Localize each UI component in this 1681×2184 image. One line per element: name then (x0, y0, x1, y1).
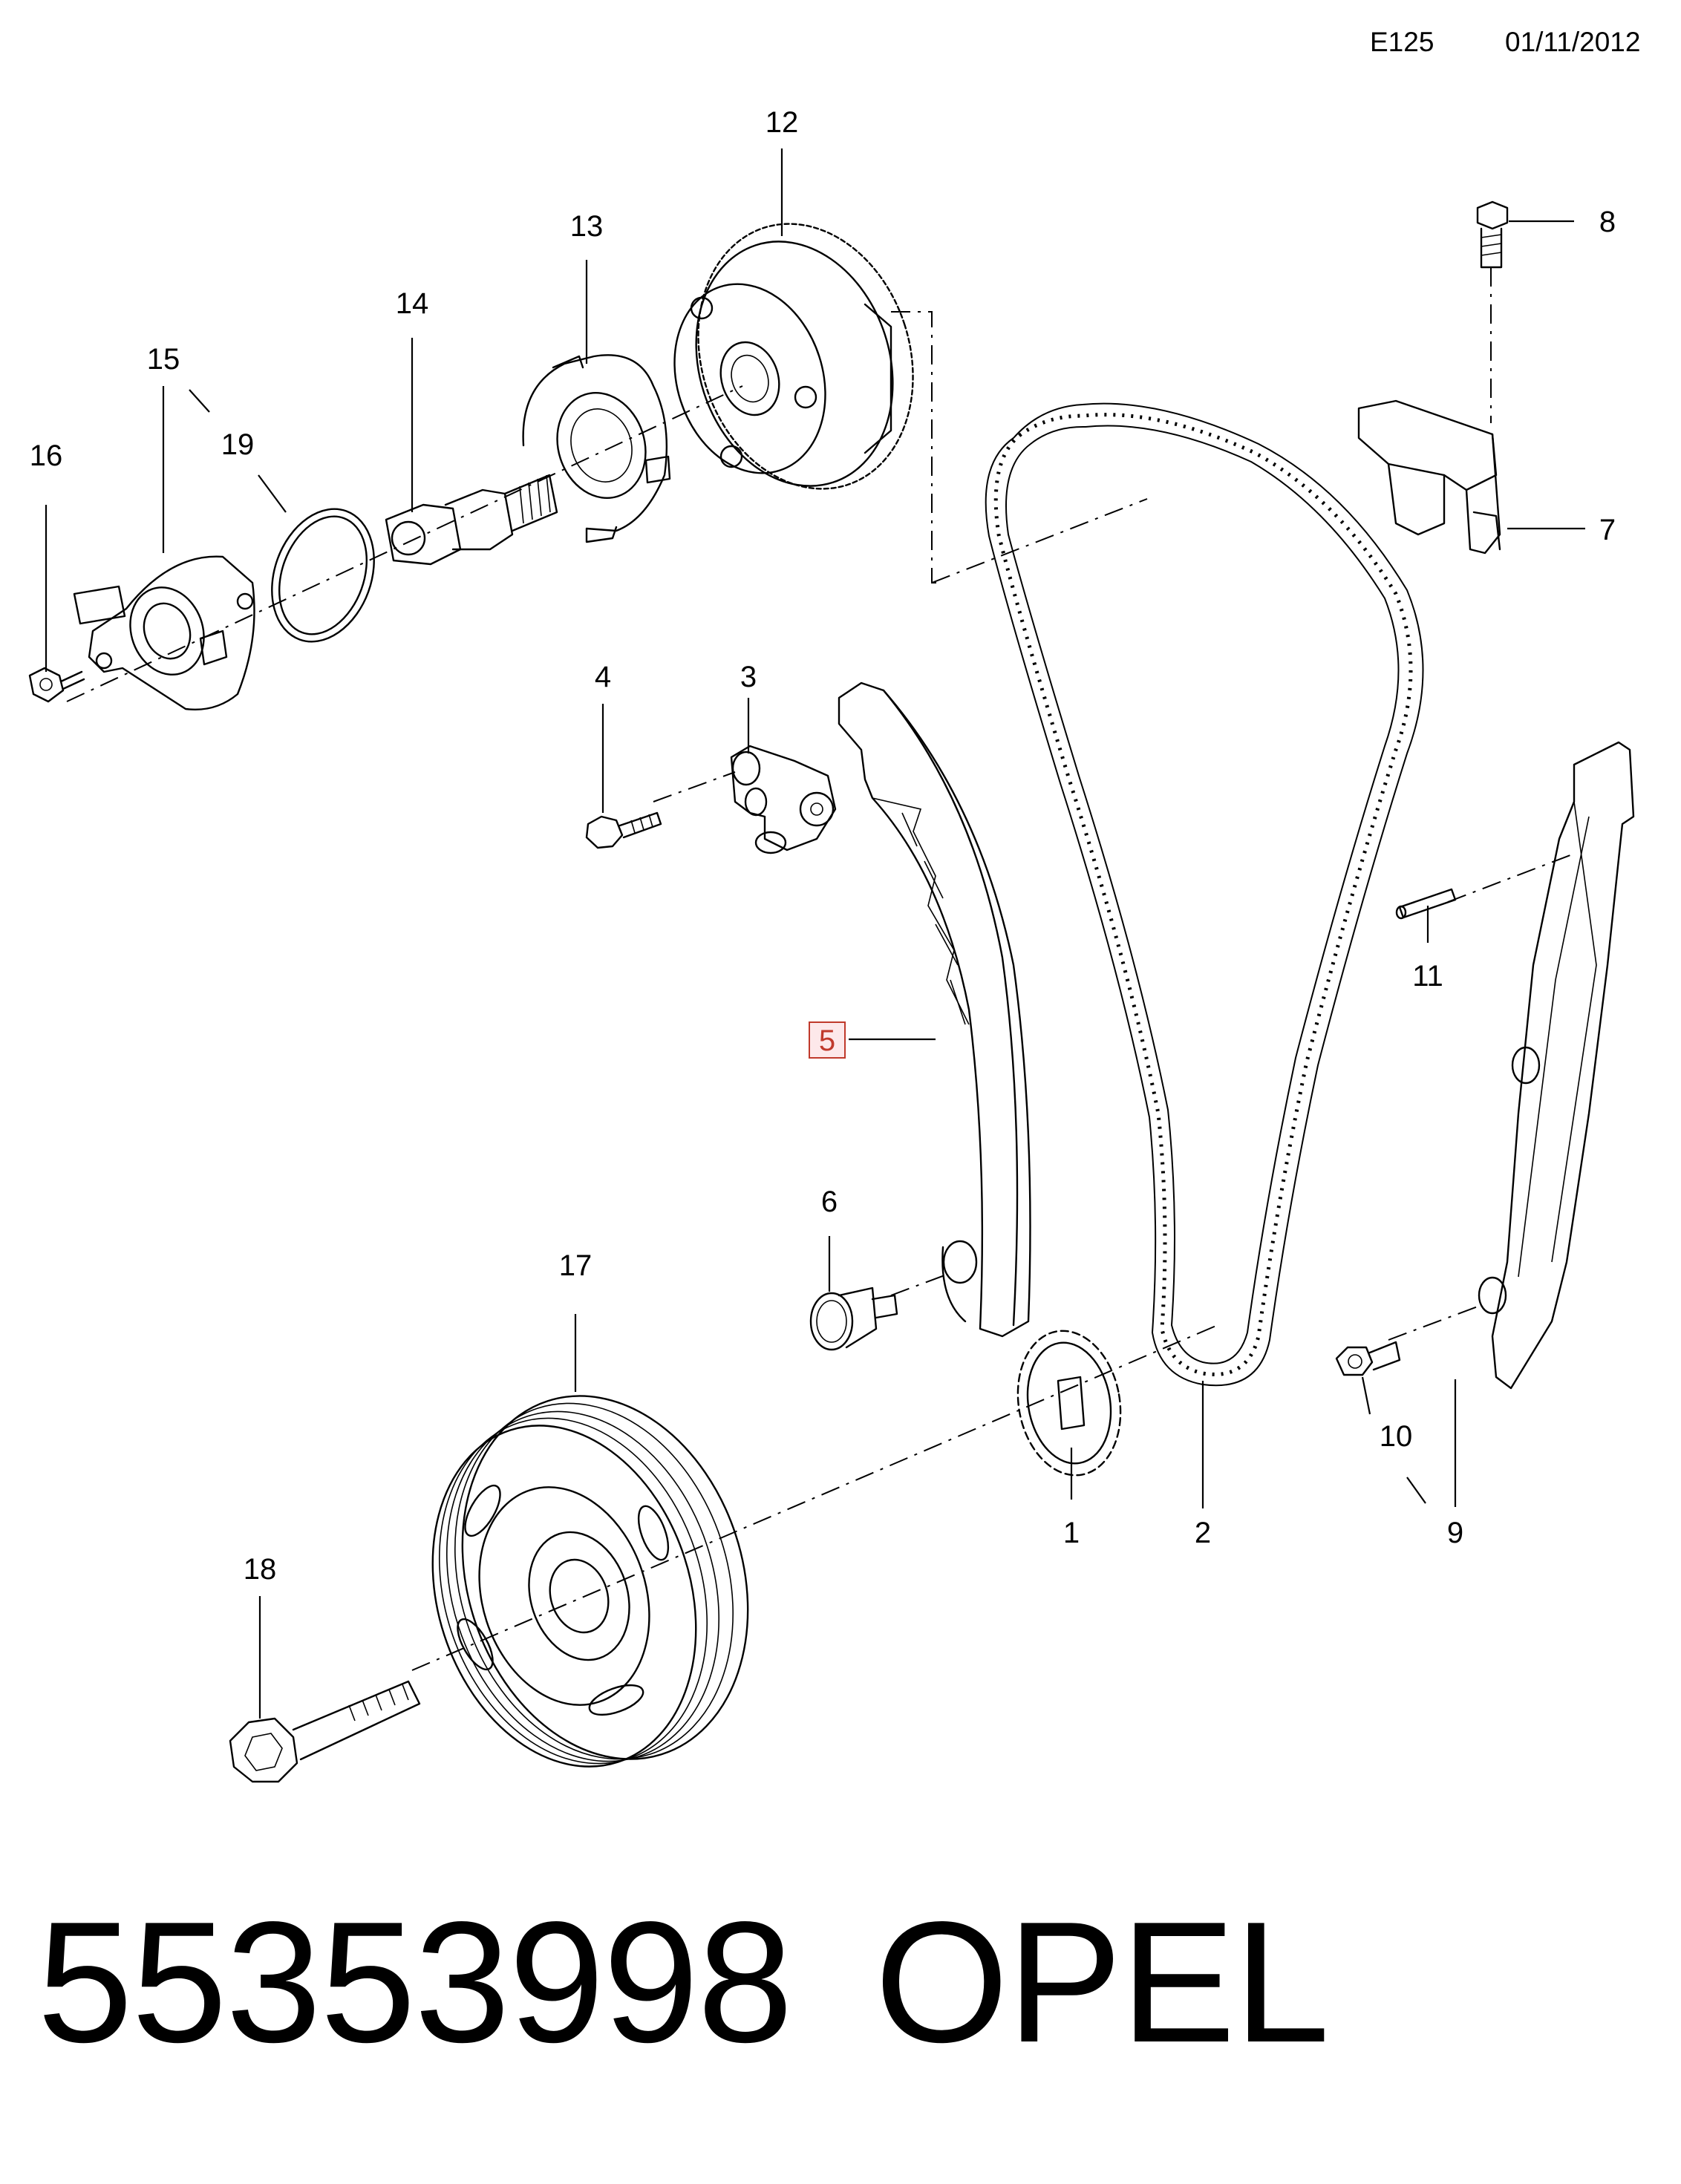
tensioner-bolt[interactable] (585, 811, 662, 849)
camshaft-adjuster-sprocket[interactable] (651, 196, 947, 517)
brand-name: OPEL (875, 1886, 1330, 2079)
callout-4[interactable]: 4 (595, 661, 611, 693)
part-number: 55353998 (37, 1886, 793, 2079)
callout-10[interactable]: 10 (1380, 1420, 1413, 1453)
bolt6-axis (890, 1272, 951, 1296)
o-ring[interactable] (254, 494, 391, 655)
callout-17[interactable]: 17 (559, 1249, 593, 1282)
chain-tensioner[interactable] (730, 745, 837, 854)
callout-1[interactable]: 1 (1063, 1517, 1080, 1549)
callout-5[interactable]: 5 (819, 1024, 835, 1057)
rail-pivot-bolt[interactable] (809, 1286, 898, 1351)
callout-7[interactable]: 7 (1599, 514, 1616, 546)
crankshaft-sprocket[interactable] (1007, 1323, 1132, 1484)
cam-axis-line (66, 385, 743, 702)
oil-control-valve[interactable] (385, 474, 558, 566)
callout-11[interactable]: 11 (1412, 960, 1443, 993)
callout-18[interactable]: 18 (244, 1553, 277, 1586)
callout-16[interactable]: 16 (30, 439, 63, 472)
callout-15[interactable]: 15 (147, 343, 180, 376)
pin11-axis (1447, 853, 1575, 903)
diagram-code: E125 (1370, 27, 1434, 57)
callout-3[interactable]: 3 (740, 661, 757, 693)
upper-chain-guide[interactable] (1357, 399, 1501, 555)
pulley-bolt[interactable] (229, 1680, 421, 1783)
guide-bolt-lower[interactable] (1335, 1341, 1401, 1376)
diagram-date: 01/11/2012 (1505, 27, 1641, 57)
callout-19[interactable]: 19 (221, 428, 255, 461)
adjuster-cover-plate[interactable] (522, 354, 671, 543)
callout-13[interactable]: 13 (570, 210, 604, 243)
callout-14[interactable]: 14 (396, 287, 429, 320)
fixed-chain-guide[interactable] (1478, 741, 1635, 1390)
callout-9[interactable]: 9 (1447, 1517, 1463, 1549)
callout-2[interactable]: 2 (1195, 1517, 1211, 1549)
leader-lines (45, 148, 1585, 1719)
cam-axis-drop (891, 311, 939, 583)
callout-12[interactable]: 12 (766, 106, 799, 139)
tensioner-axis (653, 771, 736, 802)
guide-bolt-upper[interactable] (1476, 200, 1509, 269)
timing-chain[interactable] (985, 402, 1424, 1387)
crankshaft-pulley[interactable] (391, 1359, 793, 1801)
guide-pin[interactable] (1395, 888, 1457, 920)
crank-axis-line (411, 1324, 1218, 1671)
bolt10-axis (1388, 1306, 1478, 1341)
callout-8[interactable]: 8 (1599, 206, 1616, 238)
cam-axis-cross (931, 498, 1148, 583)
callout-5-highlighted[interactable]: 5 (809, 1021, 846, 1059)
callout-6[interactable]: 6 (821, 1186, 838, 1218)
solenoid-bolt[interactable] (28, 667, 85, 703)
tensioner-rail[interactable] (838, 681, 1031, 1338)
camshaft-solenoid[interactable] (73, 555, 255, 710)
